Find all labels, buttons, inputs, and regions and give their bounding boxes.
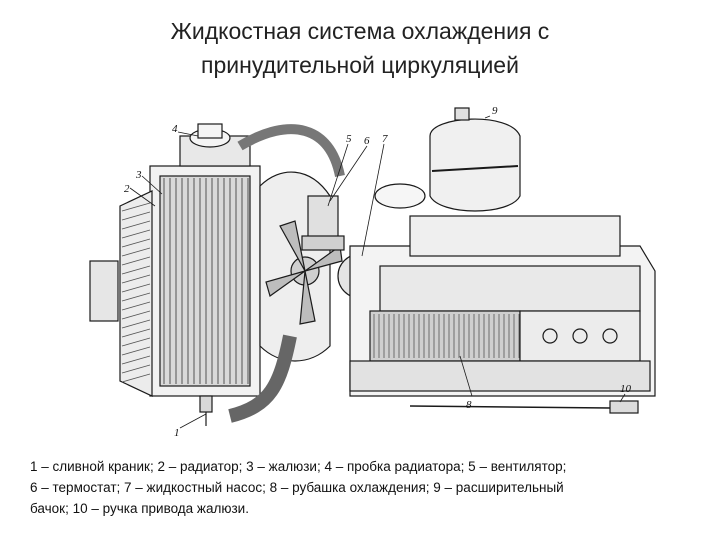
cooling-system-illustration: 1 2 3 4 5 6 7 8 9 10 — [80, 96, 660, 446]
part-label-4: 4 — [172, 123, 178, 135]
drain-cock — [199, 395, 213, 426]
figure-caption: 1 – сливной краник; 2 – радиатор; 3 – жа… — [30, 456, 690, 519]
part-label-5: 5 — [346, 133, 352, 145]
title-line-1: Жидкостная система охлаждения с — [170, 18, 550, 44]
expansion-tank — [429, 107, 521, 212]
part-label-3: 3 — [135, 169, 142, 181]
shutter-control-handle — [409, 400, 639, 414]
radiator — [149, 135, 261, 397]
part-label-7: 7 — [382, 133, 388, 145]
caption-line-3: бачок; 10 – ручка привода жалюзи. — [30, 501, 249, 516]
lower-hose — [228, 334, 297, 423]
engine-drawing: 1 2 3 4 5 6 7 8 9 10 — [89, 105, 656, 439]
thermostat — [301, 195, 345, 251]
fan — [265, 220, 343, 325]
radiator-cap — [189, 123, 231, 148]
upper-hose — [237, 124, 345, 178]
part-label-10: 10 — [620, 383, 632, 395]
shutter-bracket — [89, 260, 119, 322]
part-label-8: 8 — [466, 399, 472, 411]
part-label-1: 1 — [174, 427, 180, 439]
slide-title: Жидкостная система охлаждения с принудит… — [60, 14, 660, 82]
part-label-6: 6 — [364, 135, 370, 147]
caption-line-1: 1 – сливной краник; 2 – радиатор; 3 – жа… — [30, 459, 567, 474]
engine-block — [349, 245, 656, 397]
air-cleaner — [374, 183, 426, 209]
caption-line-2: 6 – термостат; 7 – жидкостный насос; 8 –… — [30, 480, 564, 495]
valve-cover — [409, 215, 621, 257]
shutters — [119, 190, 153, 397]
part-label-9: 9 — [492, 105, 498, 117]
title-line-2: принудительной циркуляцией — [201, 52, 519, 78]
part-label-2: 2 — [124, 183, 130, 195]
leader-lines — [129, 115, 626, 429]
